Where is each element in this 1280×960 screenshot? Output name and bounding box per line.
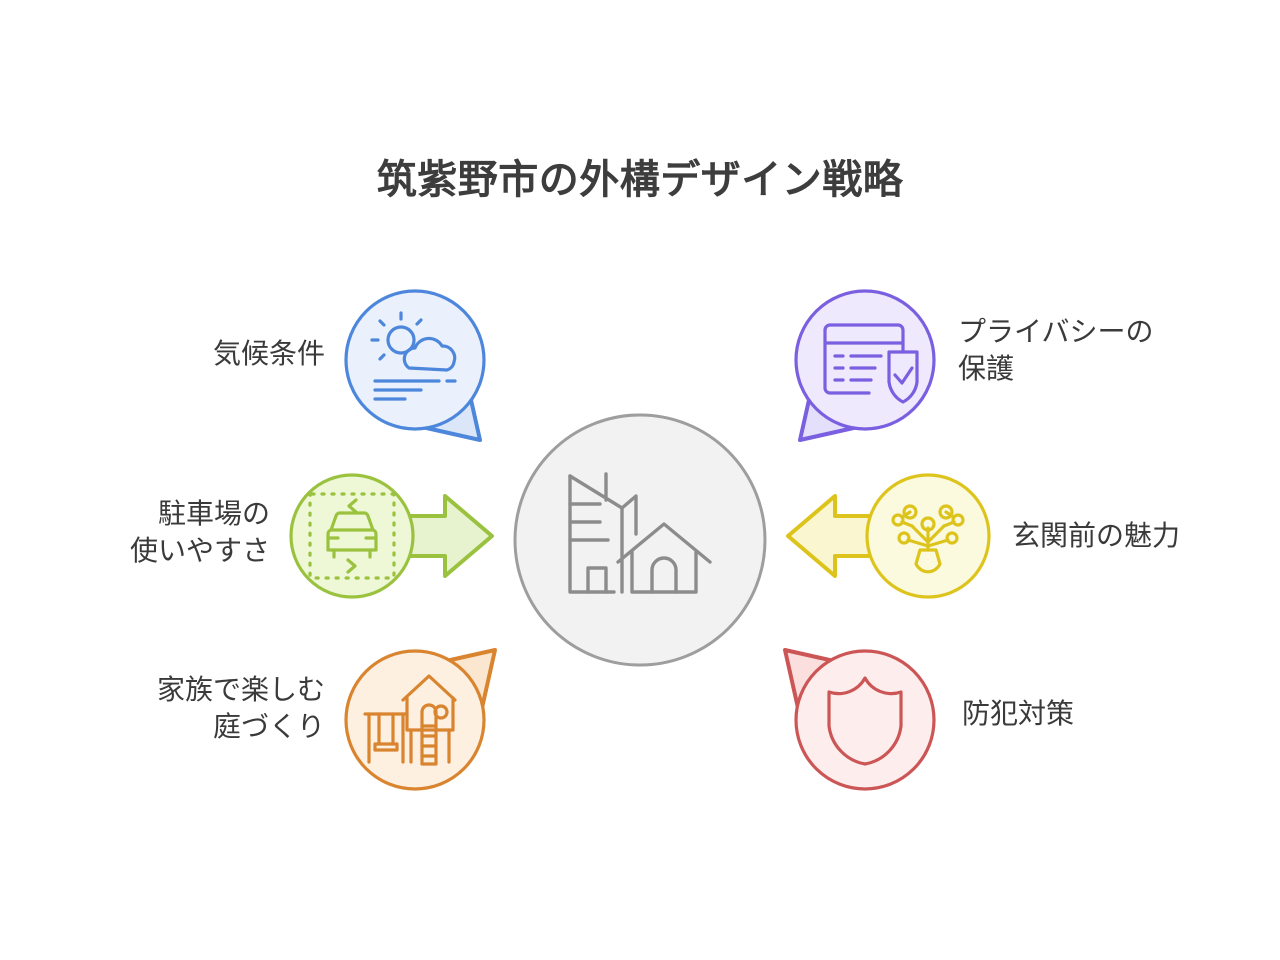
plant-nodes-vase-icon (891, 504, 965, 574)
node-privacy-label: プライバシーの 保護 (958, 316, 1154, 384)
node-entrance[interactable] (864, 472, 992, 600)
node-security[interactable] (793, 648, 937, 792)
node-privacy[interactable] (793, 288, 937, 432)
buildings-house-icon (568, 472, 712, 594)
node-security-circle[interactable] (793, 648, 937, 792)
node-garden-label: 家族で楽しむ 庭づくり (156, 674, 325, 742)
node-garden[interactable] (343, 648, 487, 792)
node-security-label: 防犯対策 (962, 698, 1075, 729)
node-climate[interactable] (343, 288, 487, 432)
node-garden-circle[interactable] (343, 648, 487, 792)
page-title: 筑紫野市の外構デザイン戦略 (376, 158, 904, 202)
playground-swing-slide-icon (363, 674, 457, 766)
center-circle (513, 413, 767, 667)
node-climate-label: 気候条件 (212, 338, 325, 369)
node-privacy-circle[interactable] (793, 288, 937, 432)
node-parking[interactable] (288, 472, 416, 600)
node-climate-circle[interactable] (343, 288, 487, 432)
node-entrance-label: 玄関前の魅力 (1012, 520, 1181, 551)
center-node (512, 412, 768, 668)
sun-cloud-weather-icon (370, 311, 457, 401)
document-shield-check-icon (823, 323, 919, 404)
node-parking-label: 駐車場の 使いやすさ (129, 498, 270, 566)
car-parking-space-icon (308, 492, 396, 580)
node-entrance-circle[interactable] (864, 472, 992, 600)
shield-security-icon (827, 676, 903, 766)
node-parking-circle[interactable] (288, 472, 416, 600)
